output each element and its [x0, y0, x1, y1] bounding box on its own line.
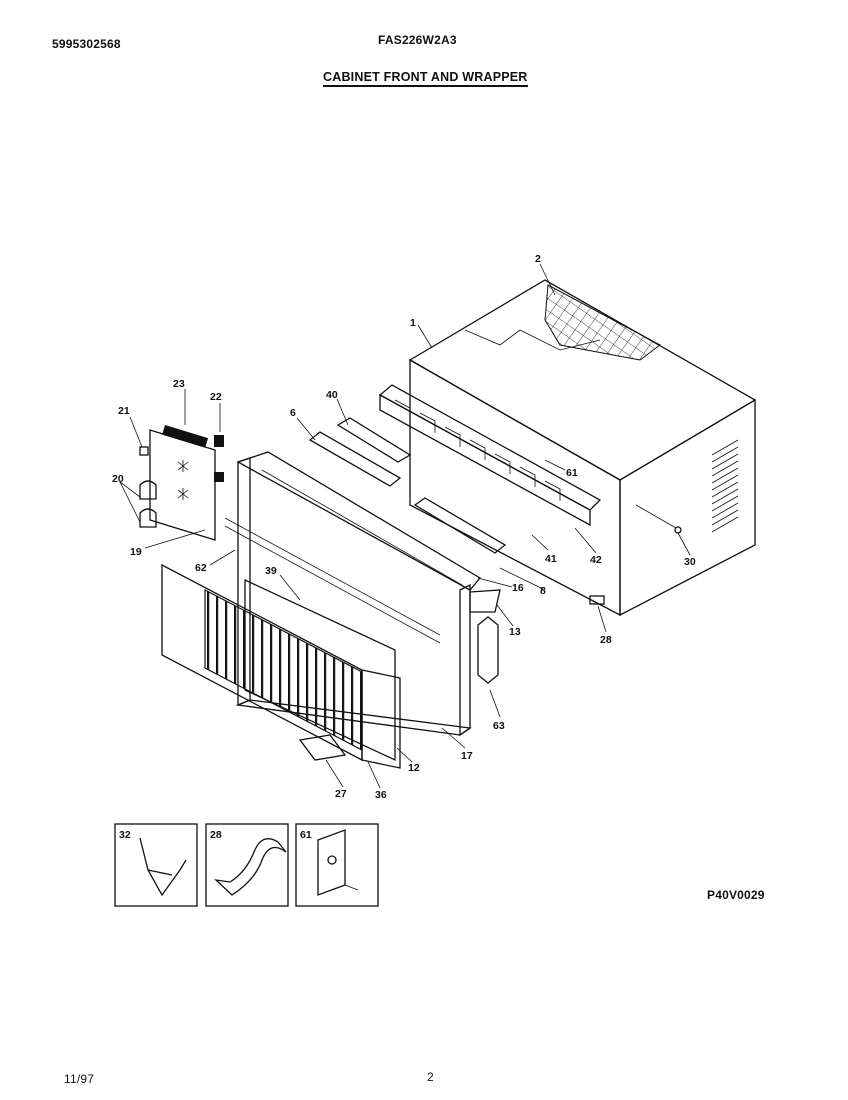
- callout-30: 30: [684, 556, 696, 568]
- callout-62: 62: [195, 562, 207, 574]
- diagram-code: P40V0029: [707, 888, 765, 902]
- callout-61: 61: [566, 467, 578, 479]
- leader-lines: [119, 263, 691, 789]
- top-insulation: [544, 284, 661, 361]
- callout-2: 2: [535, 253, 541, 265]
- inset-28: 28: [205, 823, 289, 907]
- callout-40: 40: [326, 389, 338, 401]
- grille-support: [298, 734, 347, 761]
- inset-28-label: 28: [210, 829, 222, 841]
- callout-13: 13: [509, 626, 521, 638]
- page-title: CABINET FRONT AND WRAPPER: [323, 70, 528, 87]
- side-louvers: [711, 439, 739, 533]
- hardware: [589, 504, 682, 605]
- document-number: 5995302568: [52, 37, 121, 51]
- front-frame: [224, 451, 481, 737]
- side-bracket-assembly: [469, 589, 501, 684]
- control-panel: [149, 425, 224, 541]
- callout-63: 63: [493, 720, 505, 732]
- callout-6: 6: [290, 407, 296, 419]
- callout-8: 8: [540, 585, 546, 597]
- callout-16: 16: [512, 582, 524, 594]
- callout-27: 27: [335, 788, 347, 800]
- control-knobs: [139, 446, 157, 528]
- callout-23: 23: [173, 378, 185, 390]
- inset-61-label: 61: [300, 829, 312, 841]
- callout-12: 12: [408, 762, 420, 774]
- callout-22: 22: [210, 391, 222, 403]
- callout-28: 28: [600, 634, 612, 646]
- callout-1: 1: [410, 317, 416, 329]
- bracket-40: [336, 417, 412, 463]
- inset-32-label: 32: [119, 829, 131, 841]
- front-grille: [161, 563, 401, 769]
- callout-labels: 2 1 40 6 23 22 21 20 19 62 39 61 41 42 3…: [112, 253, 696, 801]
- callout-41: 41: [545, 553, 557, 565]
- callout-19: 19: [130, 546, 142, 558]
- callout-42: 42: [590, 554, 602, 566]
- callout-17: 17: [461, 750, 473, 762]
- page-number: 2: [427, 1070, 434, 1084]
- callout-39: 39: [265, 565, 277, 577]
- inset-32: 32: [114, 823, 198, 907]
- air-deflector-frame: [378, 384, 602, 527]
- callout-20: 20: [112, 473, 124, 485]
- model-number: FAS226W2A3: [378, 33, 457, 47]
- callout-36: 36: [375, 789, 387, 801]
- footer-date: 11/97: [64, 1072, 95, 1086]
- callout-21: 21: [118, 405, 130, 417]
- inset-61: 61: [295, 823, 379, 907]
- foam-seal-strip: [308, 431, 507, 554]
